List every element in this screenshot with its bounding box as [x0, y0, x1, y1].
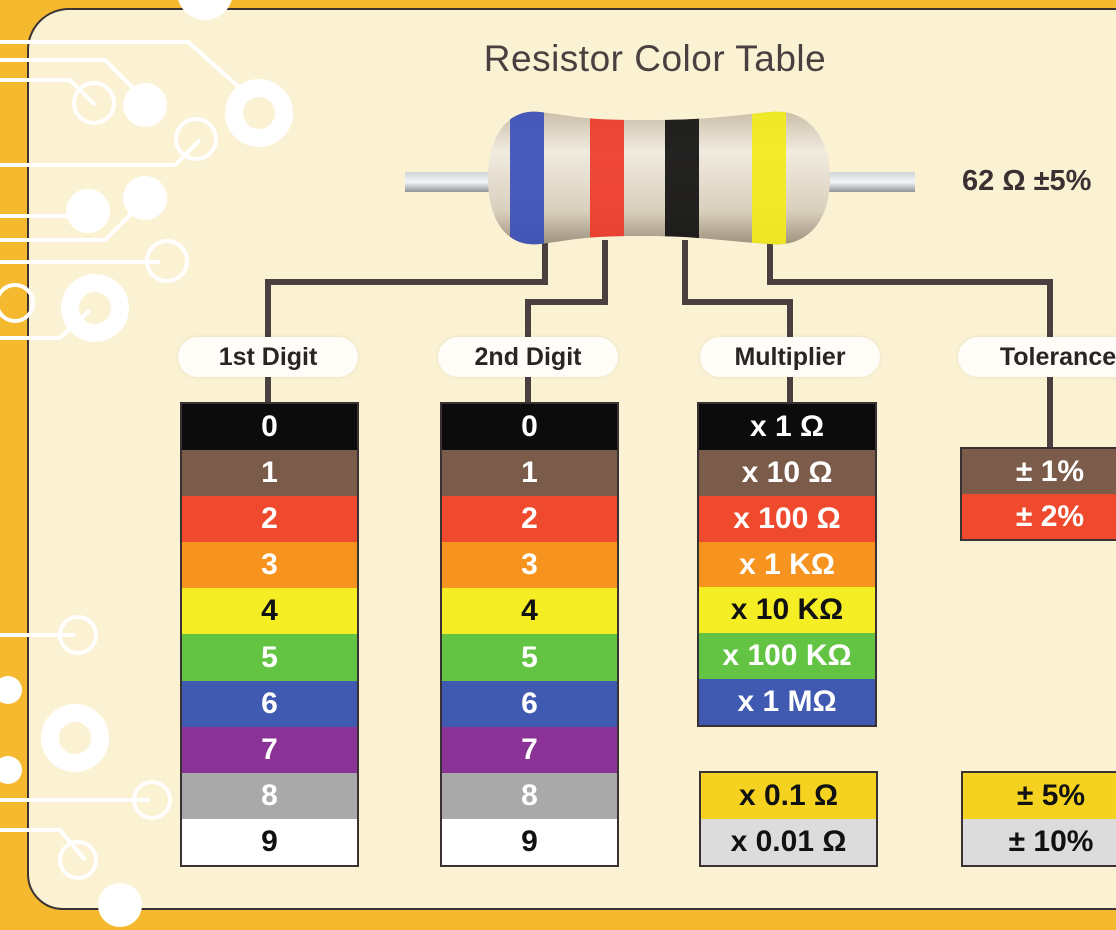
- color-row: 5: [442, 634, 617, 681]
- color-row: x 0.1 Ω: [701, 773, 876, 819]
- resistor-body: [488, 111, 830, 245]
- circuit-pad: [61, 274, 129, 342]
- color-row: 3: [182, 542, 357, 589]
- label-2nd-digit: 2nd Digit: [438, 337, 618, 377]
- color-row: 4: [182, 588, 357, 635]
- color-row: ± 2%: [962, 494, 1116, 539]
- color-row: 9: [442, 818, 617, 865]
- resistor-band-blue: [510, 111, 544, 245]
- color-row: x 0.01 Ω: [701, 819, 876, 865]
- table-tolerance: ± 1%± 2%: [960, 447, 1116, 541]
- connector-line-2nd-digit: [525, 240, 608, 405]
- color-row: 8: [182, 772, 357, 819]
- color-row: 2: [182, 496, 357, 543]
- circuit-pad: [41, 704, 109, 772]
- color-row: x 10 Ω: [699, 449, 875, 496]
- resistor-band-yellow: [752, 111, 786, 245]
- circuit-ring: [174, 117, 218, 161]
- color-row: ± 10%: [963, 819, 1116, 865]
- circuit-ring: [132, 780, 172, 820]
- color-row: x 1 Ω: [699, 404, 875, 450]
- circuit-ring: [58, 615, 98, 655]
- resistor-band-red: [590, 111, 624, 245]
- circuit-pad: [225, 79, 293, 147]
- circuit-dot: [178, 0, 232, 20]
- circuit-dot: [0, 756, 22, 784]
- page-title: Resistor Color Table: [483, 38, 827, 79]
- color-row: 6: [182, 680, 357, 727]
- color-row: 0: [182, 404, 357, 451]
- circuit-dot: [0, 676, 22, 704]
- color-row: 7: [442, 726, 617, 773]
- circuit-trace: [0, 58, 142, 97]
- color-row: x 1 MΩ: [699, 679, 875, 726]
- circuit-dot: [66, 189, 110, 233]
- circuit-trace: [0, 828, 87, 862]
- color-row: 7: [182, 726, 357, 773]
- connector-line-multiplier: [682, 240, 793, 405]
- color-row: 6: [442, 680, 617, 727]
- color-row: 5: [182, 634, 357, 681]
- circuit-ring: [58, 840, 98, 880]
- color-row: 1: [442, 450, 617, 497]
- label-multiplier: Multiplier: [700, 337, 880, 377]
- resistor-value-label: 62 Ω ±5%: [962, 165, 1092, 197]
- color-row: 1: [182, 450, 357, 497]
- resistor-band-black: [665, 111, 699, 245]
- circuit-ring: [145, 239, 189, 283]
- circuit-ring: [72, 81, 116, 125]
- circuit-dot: [123, 83, 167, 127]
- color-row: x 100 Ω: [699, 495, 875, 542]
- connector-line-1st-digit: [265, 240, 548, 405]
- color-row: 0: [442, 404, 617, 451]
- color-row: x 1 KΩ: [699, 541, 875, 588]
- color-row: 2: [442, 496, 617, 543]
- color-row: 8: [442, 772, 617, 819]
- table-tolerance-extra: ± 5%± 10%: [961, 771, 1116, 867]
- color-row: 4: [442, 588, 617, 635]
- circuit-trace: [0, 78, 97, 107]
- circuit-ring: [0, 283, 35, 323]
- circuit-dot: [98, 883, 142, 927]
- color-row: ± 5%: [963, 773, 1116, 819]
- color-row: 9: [182, 818, 357, 865]
- circuit-dot: [123, 176, 167, 220]
- color-row: x 10 KΩ: [699, 587, 875, 634]
- circuit-trace: [0, 40, 242, 90]
- label-1st-digit: 1st Digit: [178, 337, 358, 377]
- color-row: 3: [442, 542, 617, 589]
- color-row: x 100 KΩ: [699, 633, 875, 680]
- resistor-illustration: [405, 111, 915, 245]
- label-tolerance: Tolerance: [958, 337, 1116, 377]
- circuit-trace: [0, 138, 202, 167]
- color-row: ± 1%: [962, 449, 1116, 494]
